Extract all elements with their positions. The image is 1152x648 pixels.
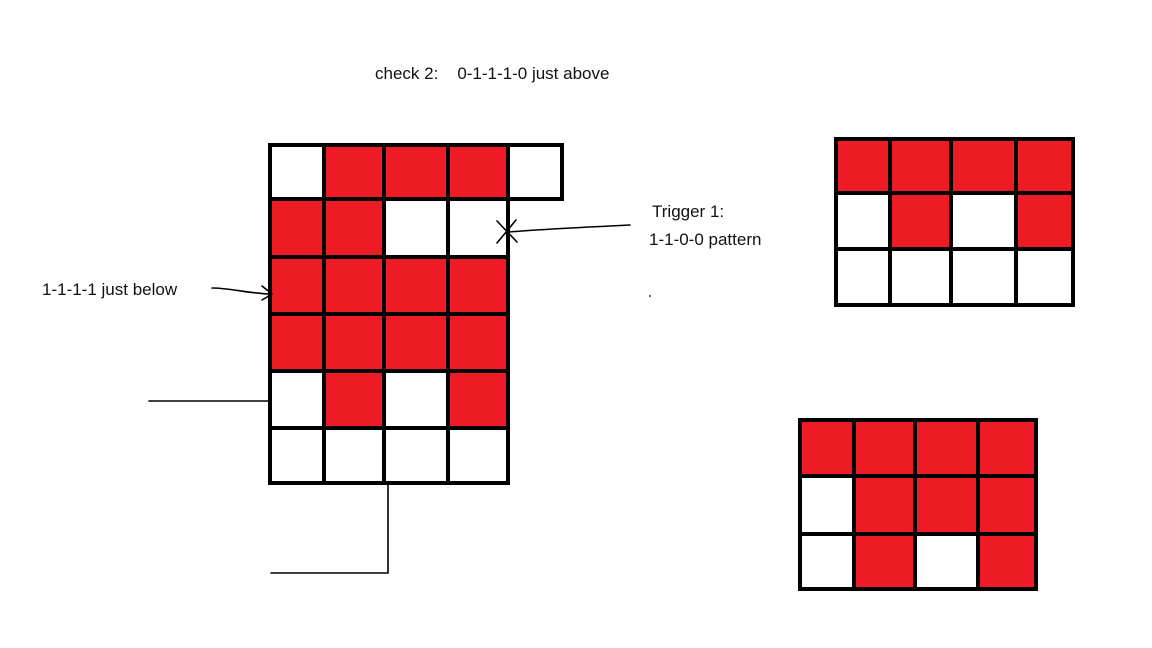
stray-dot [649, 295, 651, 297]
grid-cell-filled [1014, 137, 1075, 195]
check2-label: check 2: 0-1-1-1-0 just above [375, 64, 609, 84]
grid-cell-empty [1014, 247, 1075, 307]
grid-cell-empty [446, 426, 510, 485]
grid-cell-empty [446, 197, 510, 259]
grid-cell-filled [913, 474, 980, 536]
grid-cell-filled [382, 143, 450, 201]
grid-cell-empty [382, 426, 450, 485]
grid-cell-empty [913, 532, 980, 591]
grid-cell-filled [949, 137, 1018, 195]
grid-cell-filled [322, 197, 386, 259]
grid-cell-filled [322, 369, 386, 430]
grid-cell-filled [852, 474, 917, 536]
below-arrow-line [211, 287, 272, 295]
grid-cell-filled [852, 532, 917, 591]
trigger-arrow-line [508, 224, 631, 233]
top-right-grid [834, 137, 1075, 307]
grid-cell-filled [976, 418, 1038, 478]
grid-cell-filled [268, 255, 326, 316]
grid-cell-filled [322, 312, 386, 373]
grid-cell-filled [382, 312, 450, 373]
grid-cell-empty [834, 247, 892, 307]
grid-cell-filled [446, 143, 510, 201]
grid-cell-empty [888, 247, 953, 307]
grid-cell-empty [506, 143, 564, 201]
main-grid [268, 143, 564, 485]
grid-cell-empty [798, 532, 856, 591]
grid-cell-empty [949, 191, 1018, 251]
grid-cell-empty [798, 474, 856, 536]
grid-cell-filled [834, 137, 892, 195]
annotation-strokes [148, 219, 651, 574]
grid-cell-filled [322, 143, 386, 201]
grid-cell-filled [1014, 191, 1075, 251]
grid-cell-empty [382, 369, 450, 430]
grid-cell-empty [268, 426, 326, 485]
grid-cell-filled [976, 532, 1038, 591]
grid-cell-filled [798, 418, 856, 478]
grid-cell-filled [382, 255, 450, 316]
grid-cell-filled [446, 312, 510, 373]
grid-cell-filled [446, 369, 510, 430]
bottom-guide-line [270, 483, 389, 574]
grid-cell-filled [322, 255, 386, 316]
grid-cell-filled [852, 418, 917, 478]
below-arrow-head [261, 285, 273, 301]
check2-pattern: 0-1-1-1-0 just above [457, 64, 610, 83]
bottom-right-grid [798, 418, 1038, 591]
grid-cell-empty [382, 197, 450, 259]
trigger-x-mark [496, 219, 518, 244]
grid-cell-filled [913, 418, 980, 478]
grid-cell-empty [834, 191, 892, 251]
grid-cell-filled [976, 474, 1038, 536]
grid-cell-filled [268, 312, 326, 373]
grid-cell-filled [446, 255, 510, 316]
check2-prefix: check 2: [375, 64, 439, 83]
grid-cell-empty [268, 369, 326, 430]
below-note: 1-1-1-1 just below [42, 280, 178, 299]
grid-cell-filled [268, 197, 326, 259]
trigger-pattern: 1-1-0-0 pattern [649, 230, 762, 249]
grid-cell-empty [322, 426, 386, 485]
trigger-title: Trigger 1: [652, 202, 725, 221]
grid-cell-empty [268, 143, 326, 201]
grid-cell-empty [949, 247, 1018, 307]
grid-cell-filled [888, 137, 953, 195]
grid-cell-filled [888, 191, 953, 251]
